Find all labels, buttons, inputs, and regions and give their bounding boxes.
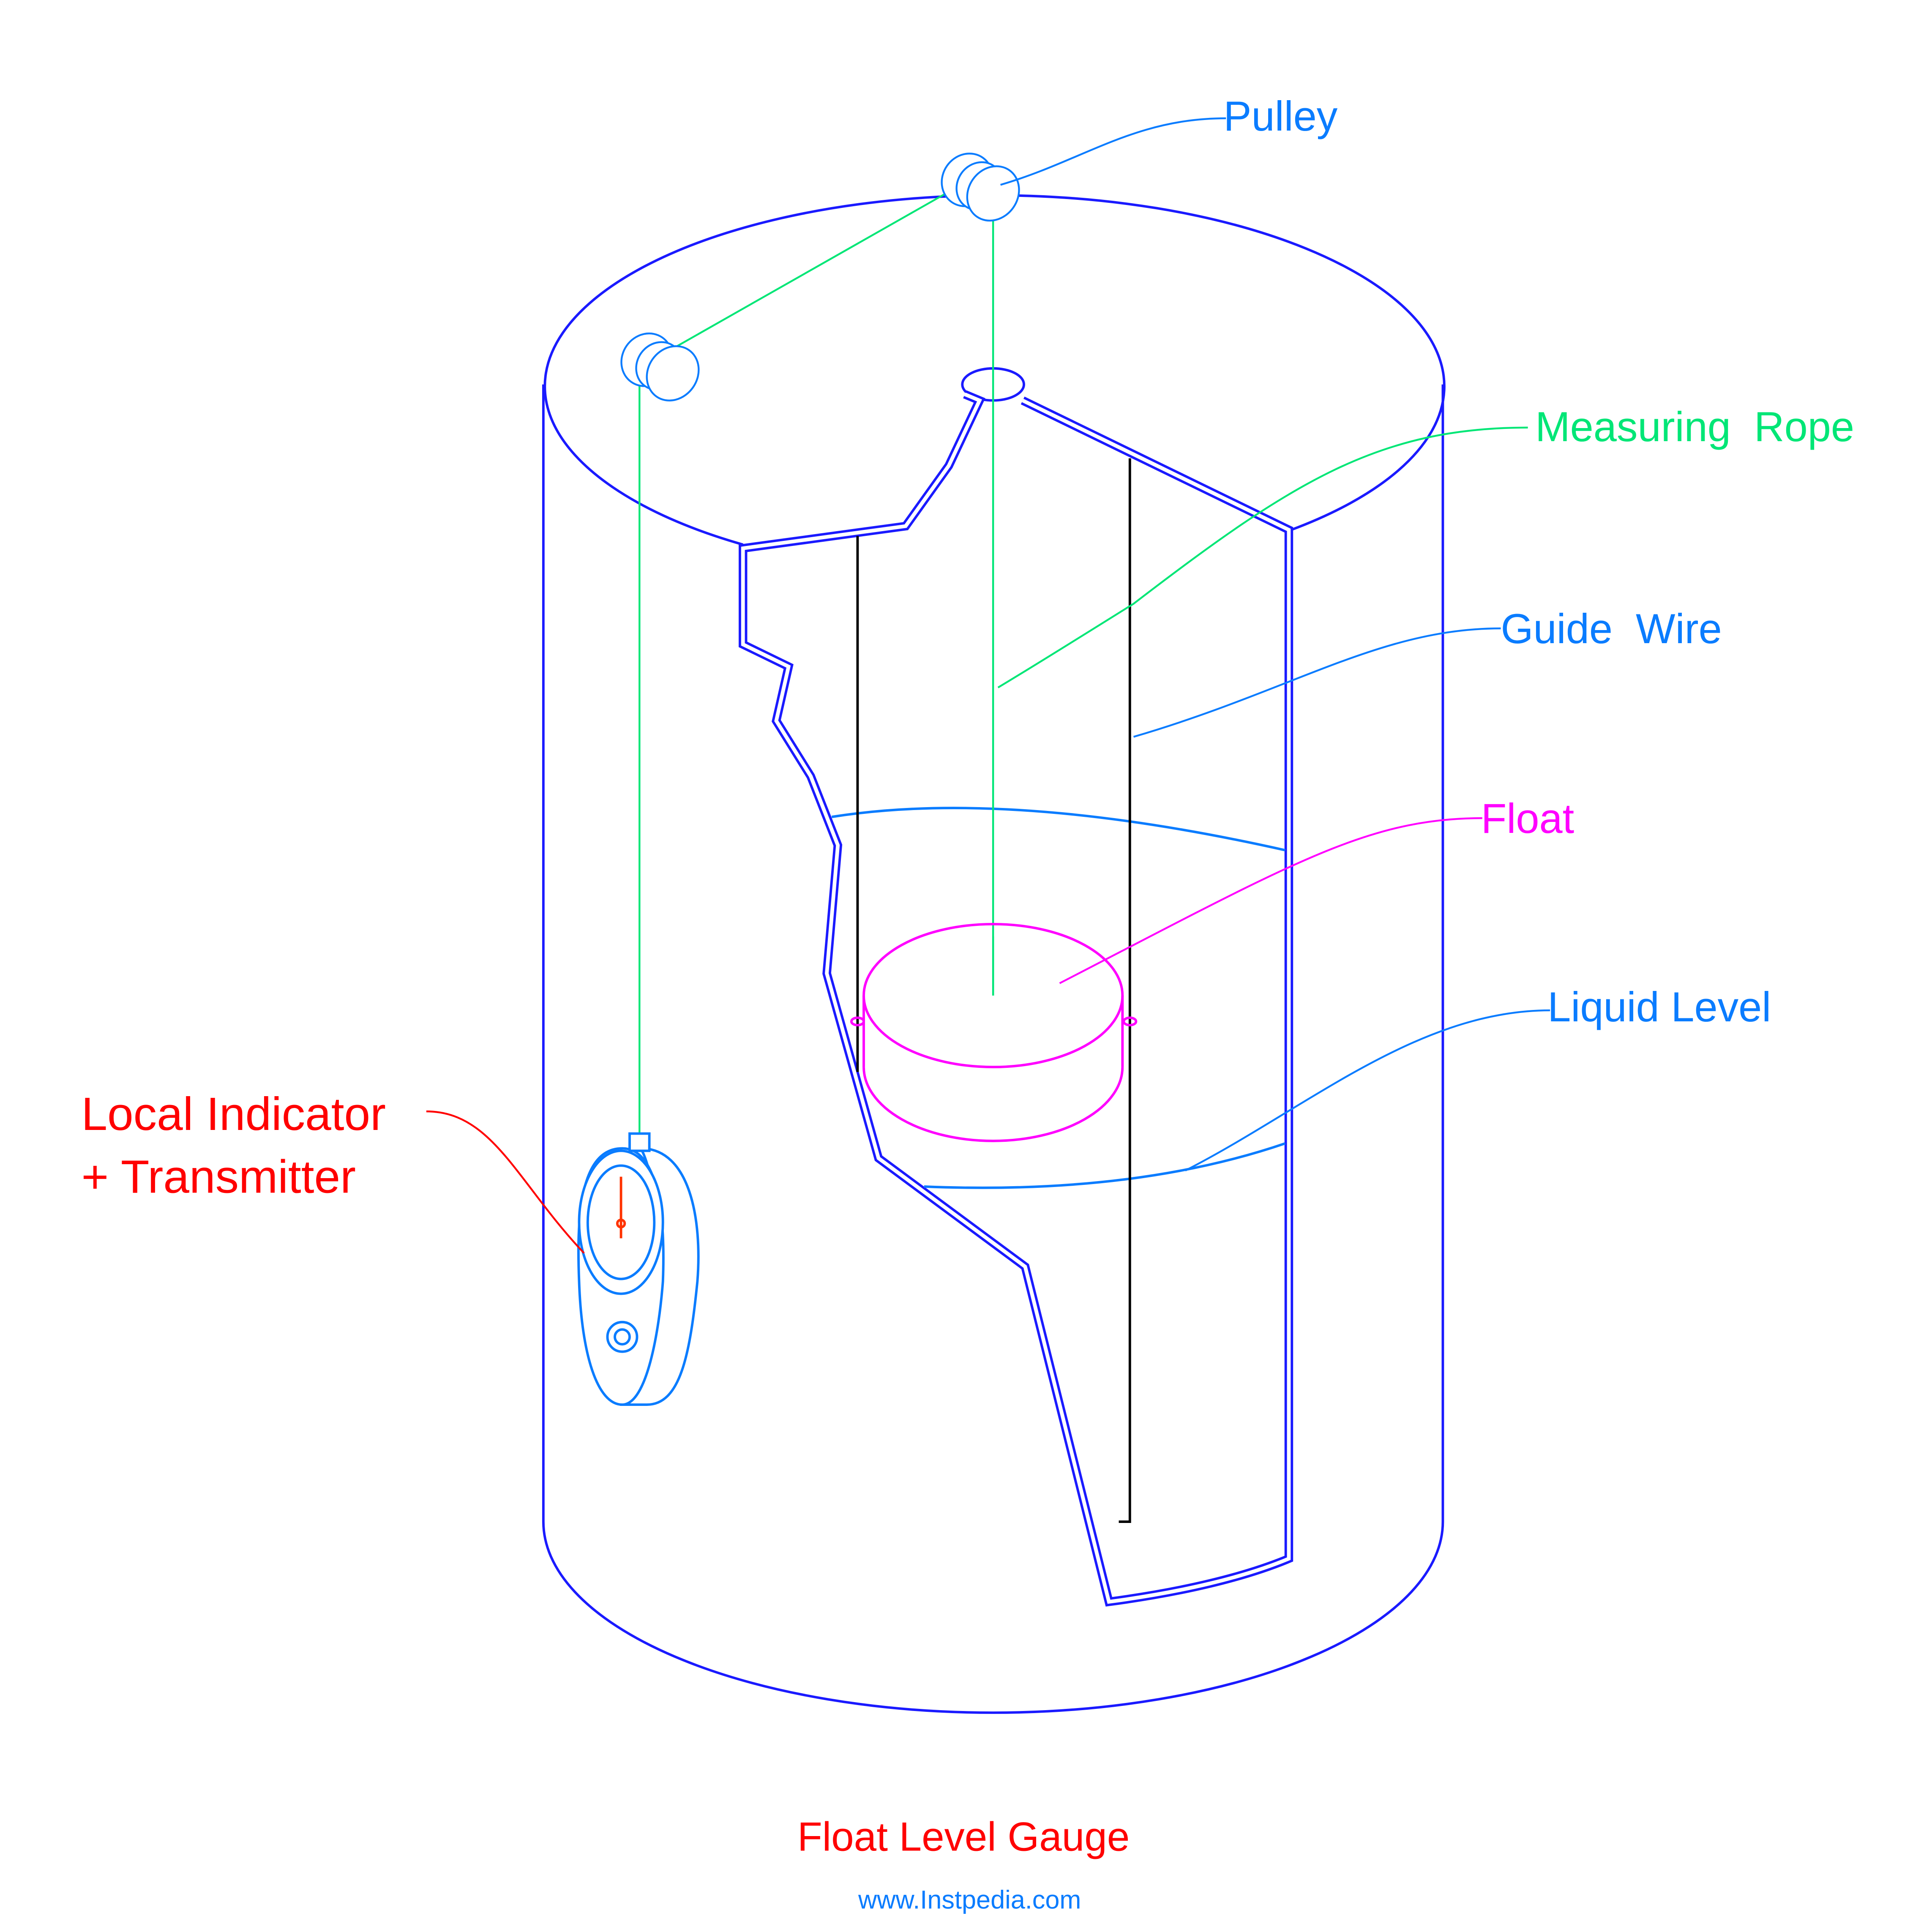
indicator-label-line1: Local Indicator bbox=[81, 1088, 386, 1140]
measuring-rope-label: Measuring Rope bbox=[1535, 404, 1854, 450]
local-indicator-icon bbox=[577, 1132, 700, 1406]
guide-wires bbox=[856, 458, 1131, 1523]
diagram-title: Float Level Gauge bbox=[797, 1815, 1130, 1860]
website-link[interactable]: www.Instpedia.com bbox=[858, 1886, 1081, 1914]
indicator-needle-icon bbox=[616, 1176, 626, 1239]
pulley-icon bbox=[620, 332, 700, 401]
pulley-label: Pulley bbox=[1223, 93, 1337, 140]
pulley-icon bbox=[941, 153, 1020, 222]
measuring-rope bbox=[639, 184, 994, 1136]
float-label: Float bbox=[1481, 795, 1574, 842]
indicator-label-line2: + Transmitter bbox=[81, 1151, 356, 1203]
tank-cutout bbox=[739, 390, 1293, 1607]
liquid-level-label: Liquid Level bbox=[1547, 984, 1771, 1031]
float bbox=[850, 922, 1138, 1142]
leader-lines bbox=[426, 117, 1550, 1254]
liquid-level-lines bbox=[831, 807, 1286, 1189]
guide-wire-label: Guide Wire bbox=[1501, 606, 1722, 652]
